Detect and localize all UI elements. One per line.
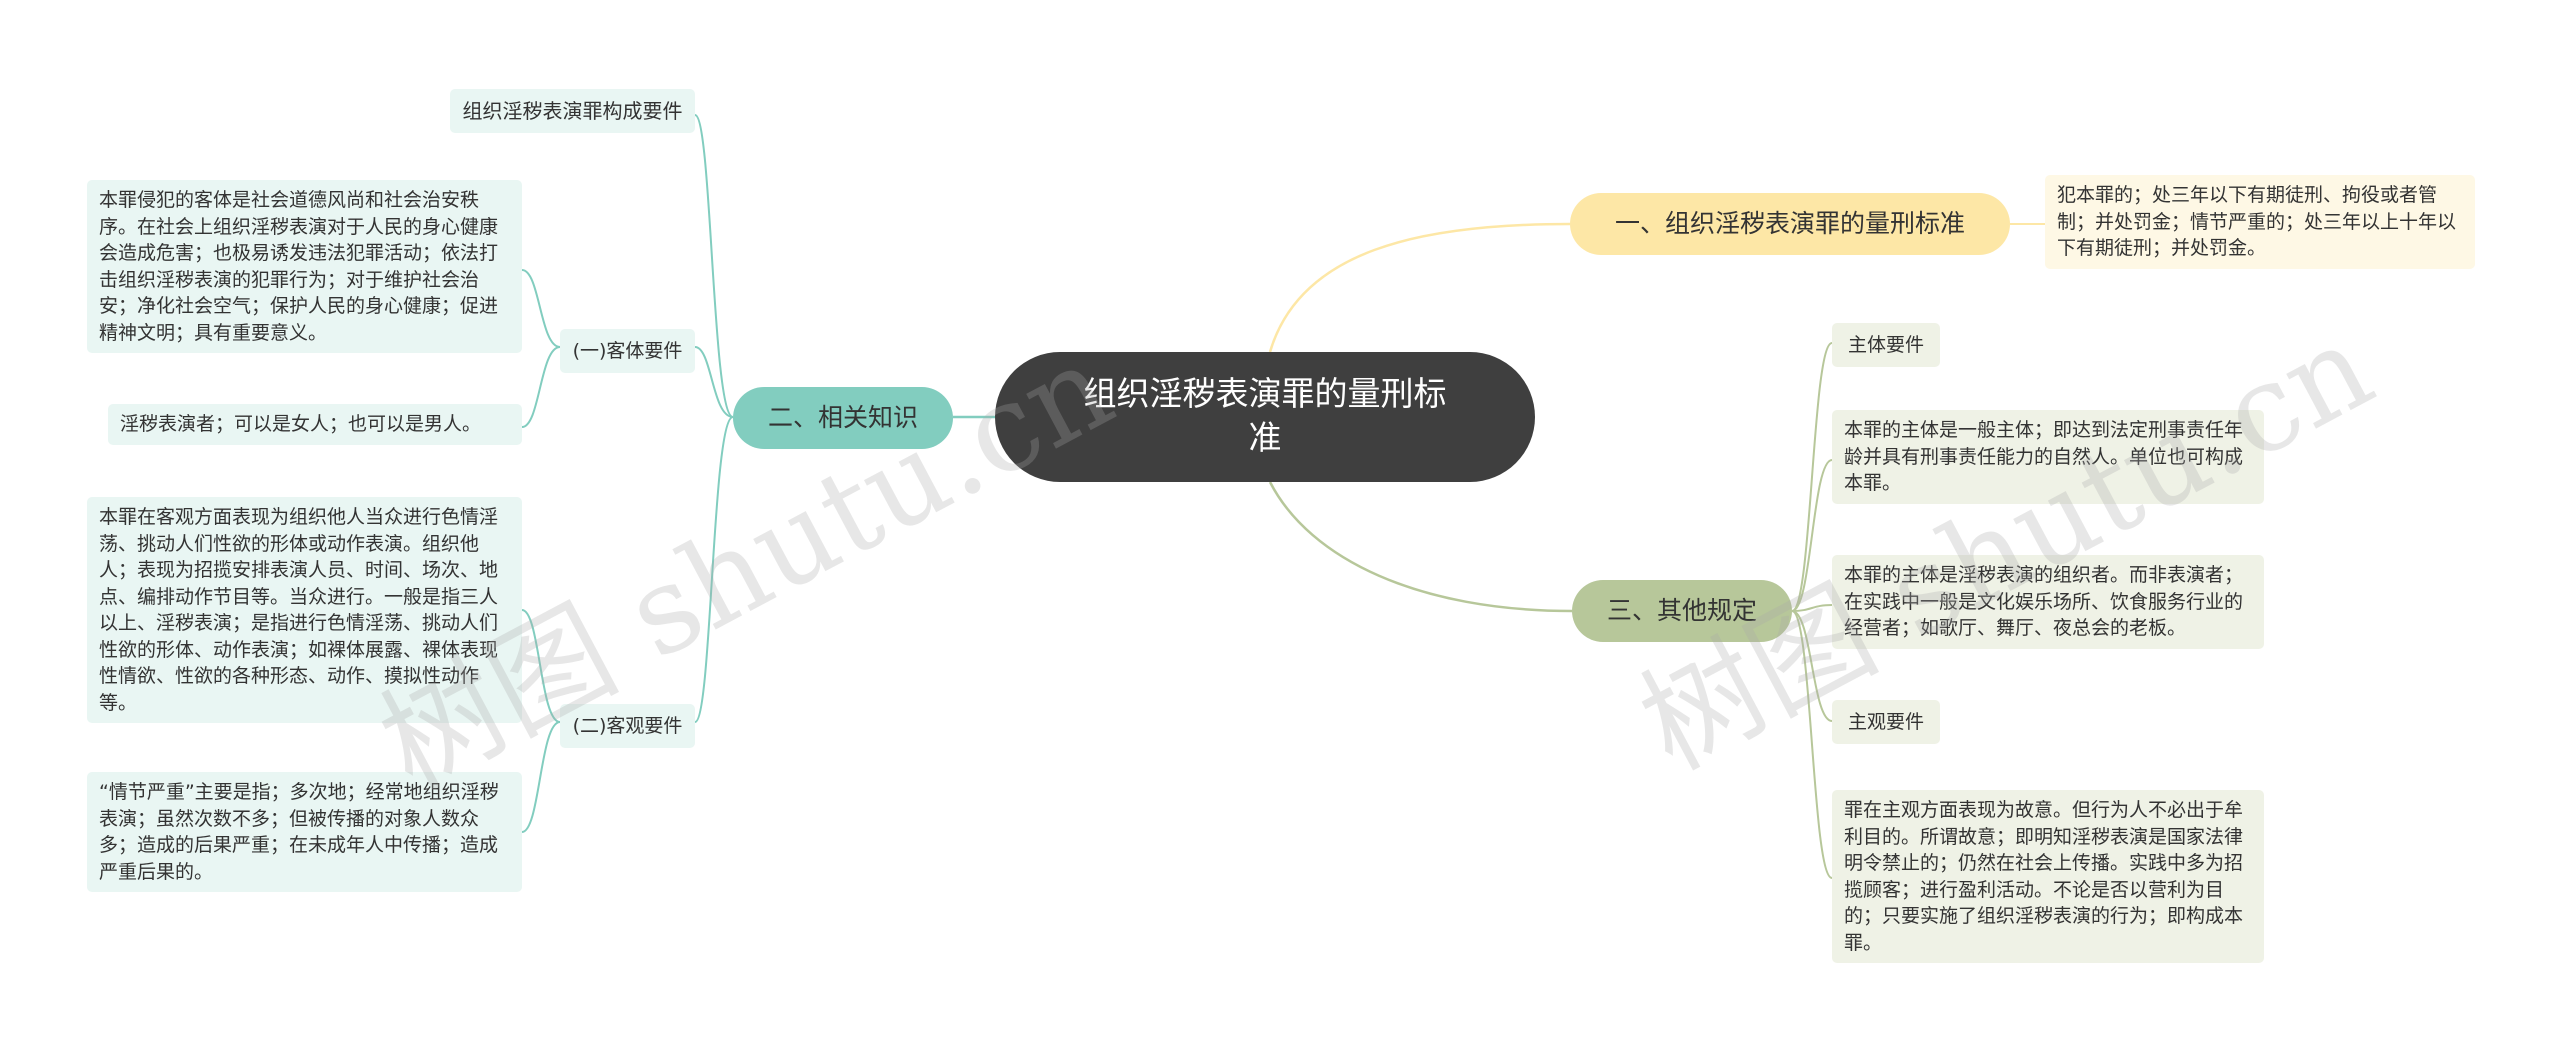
connector-objective-text1 bbox=[521, 609, 561, 723]
object-element-label: (一)客体要件 bbox=[572, 340, 683, 362]
branch-related-knowledge[interactable]: 二、相关知识 bbox=[733, 387, 953, 449]
subject-text1-box[interactable]: 本罪的主体是一般主体；即达到法定刑事责任年龄并具有刑事责任能力的自然人。单位也可… bbox=[1832, 410, 2264, 504]
connector-branch3-subjective-label bbox=[1791, 610, 1833, 722]
branch-other-label: 三、其他规定 bbox=[1606, 596, 1757, 625]
branch-other-provisions[interactable]: 三、其他规定 bbox=[1572, 580, 1792, 642]
constitution-elements-node[interactable]: 组织淫秽表演罪构成要件 bbox=[450, 89, 695, 133]
object-text-box[interactable]: 本罪侵犯的客体是社会道德风尚和社会治安秩序。在社会上组织淫秽表演对于人民的身心健… bbox=[87, 180, 522, 353]
branch-sentencing-standard[interactable]: 一、组织淫秽表演罪的量刑标准 bbox=[1570, 193, 2010, 255]
performer-text-box[interactable]: 淫秽表演者；可以是女人；也可以是男人。 bbox=[108, 404, 522, 445]
connector-root-branch1 bbox=[1268, 222, 1571, 353]
subjective-text: 罪在主观方面表现为故意。但行为人不必出于牟利目的。所谓故意；即明知淫秽表演是国家… bbox=[1844, 799, 2244, 954]
object-element-node[interactable]: (一)客体要件 bbox=[560, 329, 695, 373]
subject-element-node[interactable]: 主体要件 bbox=[1832, 323, 1940, 367]
objective-text-box[interactable]: 本罪在客观方面表现为组织他人当众进行色情淫荡、挑动人们性欲的形体或动作表演。组织… bbox=[87, 497, 522, 723]
connector-objective-text2 bbox=[521, 721, 561, 833]
connector-branch3-subject-label bbox=[1791, 342, 1833, 612]
subjective-element-label: 主观要件 bbox=[1847, 711, 1924, 733]
connector-branch2-objective bbox=[694, 416, 734, 723]
root-title: 组织淫秽表演罪的量刑标准 bbox=[1083, 374, 1447, 457]
subject-text2: 本罪的主体是淫秽表演的组织者。而非表演者；在实践中一般是文化娱乐场所、饮食服务行… bbox=[1844, 564, 2244, 639]
object-text: 本罪侵犯的客体是社会道德风尚和社会治安秩序。在社会上组织淫秽表演对于人民的身心健… bbox=[99, 189, 499, 344]
subjective-text-box[interactable]: 罪在主观方面表现为故意。但行为人不必出于牟利目的。所谓故意；即明知淫秽表演是国家… bbox=[1832, 790, 2264, 963]
connector-branch3-subject-text1 bbox=[1791, 459, 1833, 612]
connector-object-text1 bbox=[521, 269, 561, 348]
serious-circumstances-box[interactable]: “情节严重”主要是指；多次地；经常地组织淫秽表演；虽然次数不多；但被传播的对象人… bbox=[87, 772, 522, 892]
branch-sentencing-label: 一、组织淫秽表演罪的量刑标准 bbox=[1614, 209, 1965, 238]
branch-related-label: 二、相关知识 bbox=[767, 403, 918, 432]
connector-branch2-object bbox=[694, 346, 734, 418]
connector-branch3-subjective-text bbox=[1791, 610, 1833, 879]
subjective-element-node[interactable]: 主观要件 bbox=[1832, 700, 1940, 744]
connector-root-branch3 bbox=[1268, 481, 1573, 613]
constitution-elements-label: 组织淫秽表演罪构成要件 bbox=[462, 99, 683, 123]
subject-element-label: 主体要件 bbox=[1847, 334, 1924, 356]
subject-text2-box[interactable]: 本罪的主体是淫秽表演的组织者。而非表演者；在实践中一般是文化娱乐场所、饮食服务行… bbox=[1832, 555, 2264, 649]
objective-element-node[interactable]: (二)客观要件 bbox=[560, 704, 695, 748]
objective-element-label: (二)客观要件 bbox=[572, 715, 683, 737]
connector-branch2-top bbox=[694, 114, 734, 418]
performer-text: 淫秽表演者；可以是女人；也可以是男人。 bbox=[120, 413, 482, 435]
sentencing-text: 犯本罪的；处三年以下有期徒刑、拘役或者管制；并处罚金；情节严重的；处三年以上十年… bbox=[2057, 184, 2457, 259]
serious-circumstances-text: “情节严重”主要是指；多次地；经常地组织淫秽表演；虽然次数不多；但被传播的对象人… bbox=[99, 781, 499, 883]
objective-text: 本罪在客观方面表现为组织他人当众进行色情淫荡、挑动人们性欲的形体或动作表演。组织… bbox=[99, 506, 499, 714]
connector-object-text2 bbox=[521, 346, 561, 428]
root-topic[interactable]: 组织淫秽表演罪的量刑标准 bbox=[995, 352, 1535, 482]
connector-branch3-subject-text2 bbox=[1791, 604, 1833, 612]
subject-text1: 本罪的主体是一般主体；即达到法定刑事责任年龄并具有刑事责任能力的自然人。单位也可… bbox=[1844, 419, 2244, 494]
sentencing-text-box[interactable]: 犯本罪的；处三年以下有期徒刑、拘役或者管制；并处罚金；情节严重的；处三年以上十年… bbox=[2045, 175, 2475, 269]
